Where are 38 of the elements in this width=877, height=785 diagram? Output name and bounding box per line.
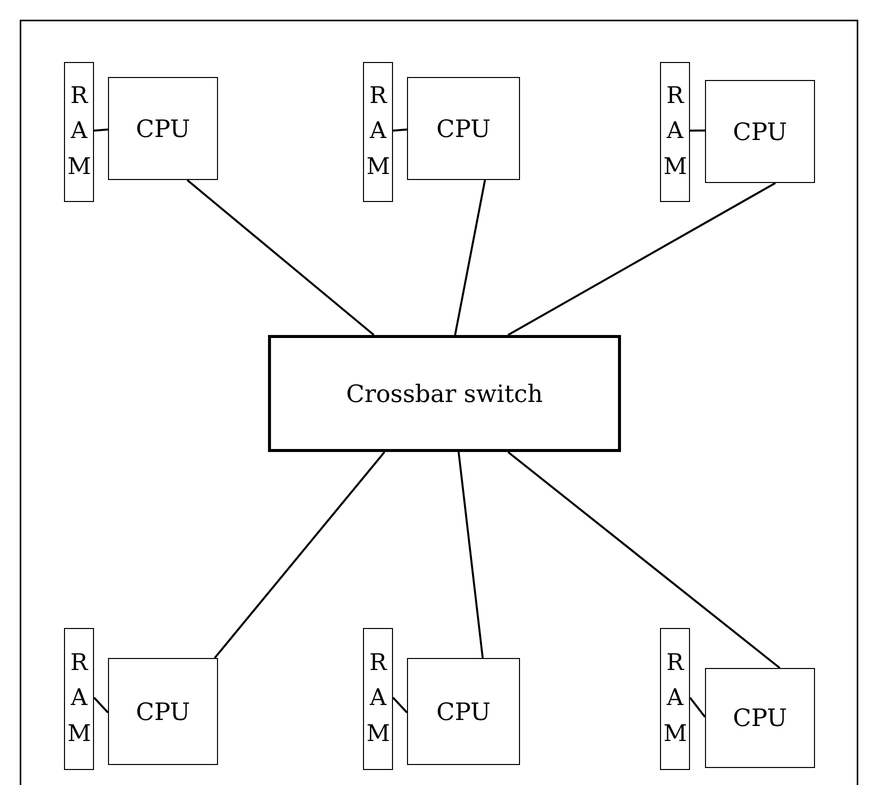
processor-box: [705, 80, 815, 183]
memory-box: [660, 62, 690, 202]
processor-label: CPU: [436, 114, 491, 142]
processor-label: CPU: [732, 118, 788, 146]
processor-box: [108, 658, 218, 765]
connector-line: [93, 696, 109, 714]
memory-box: [64, 628, 94, 770]
processor-label: CPU: [436, 698, 491, 726]
processor-box: [407, 77, 520, 180]
connector-line: [507, 451, 780, 669]
memory-box: [363, 628, 393, 770]
memory-box: [363, 62, 393, 202]
processor-label: CPU: [136, 114, 190, 142]
connector-line: [392, 696, 408, 714]
connector-line: [94, 128, 108, 132]
switch-box: [268, 335, 621, 452]
memory-label: RAM: [664, 82, 686, 182]
memory-label: RAM: [664, 648, 686, 749]
processor-box: [108, 77, 218, 180]
memory-box: [660, 628, 690, 770]
processor-label: CPU: [136, 698, 190, 726]
connector-line: [392, 128, 408, 132]
connector-line: [186, 179, 375, 336]
connector-line: [454, 180, 486, 336]
connector-line: [214, 451, 386, 659]
memory-label: RAM: [366, 648, 390, 749]
connector-line: [508, 182, 776, 336]
switch-label: Crossbar switch: [346, 380, 543, 408]
processor-label: CPU: [732, 704, 788, 732]
memory-box: [64, 62, 94, 202]
connector-line: [458, 452, 484, 658]
connector-line: [689, 696, 706, 718]
memory-label: RAM: [366, 82, 390, 182]
memory-label: RAM: [68, 648, 90, 749]
connector-line: [690, 129, 705, 132]
processor-box: [705, 668, 815, 768]
processor-box: [407, 658, 520, 765]
memory-label: RAM: [68, 82, 90, 182]
